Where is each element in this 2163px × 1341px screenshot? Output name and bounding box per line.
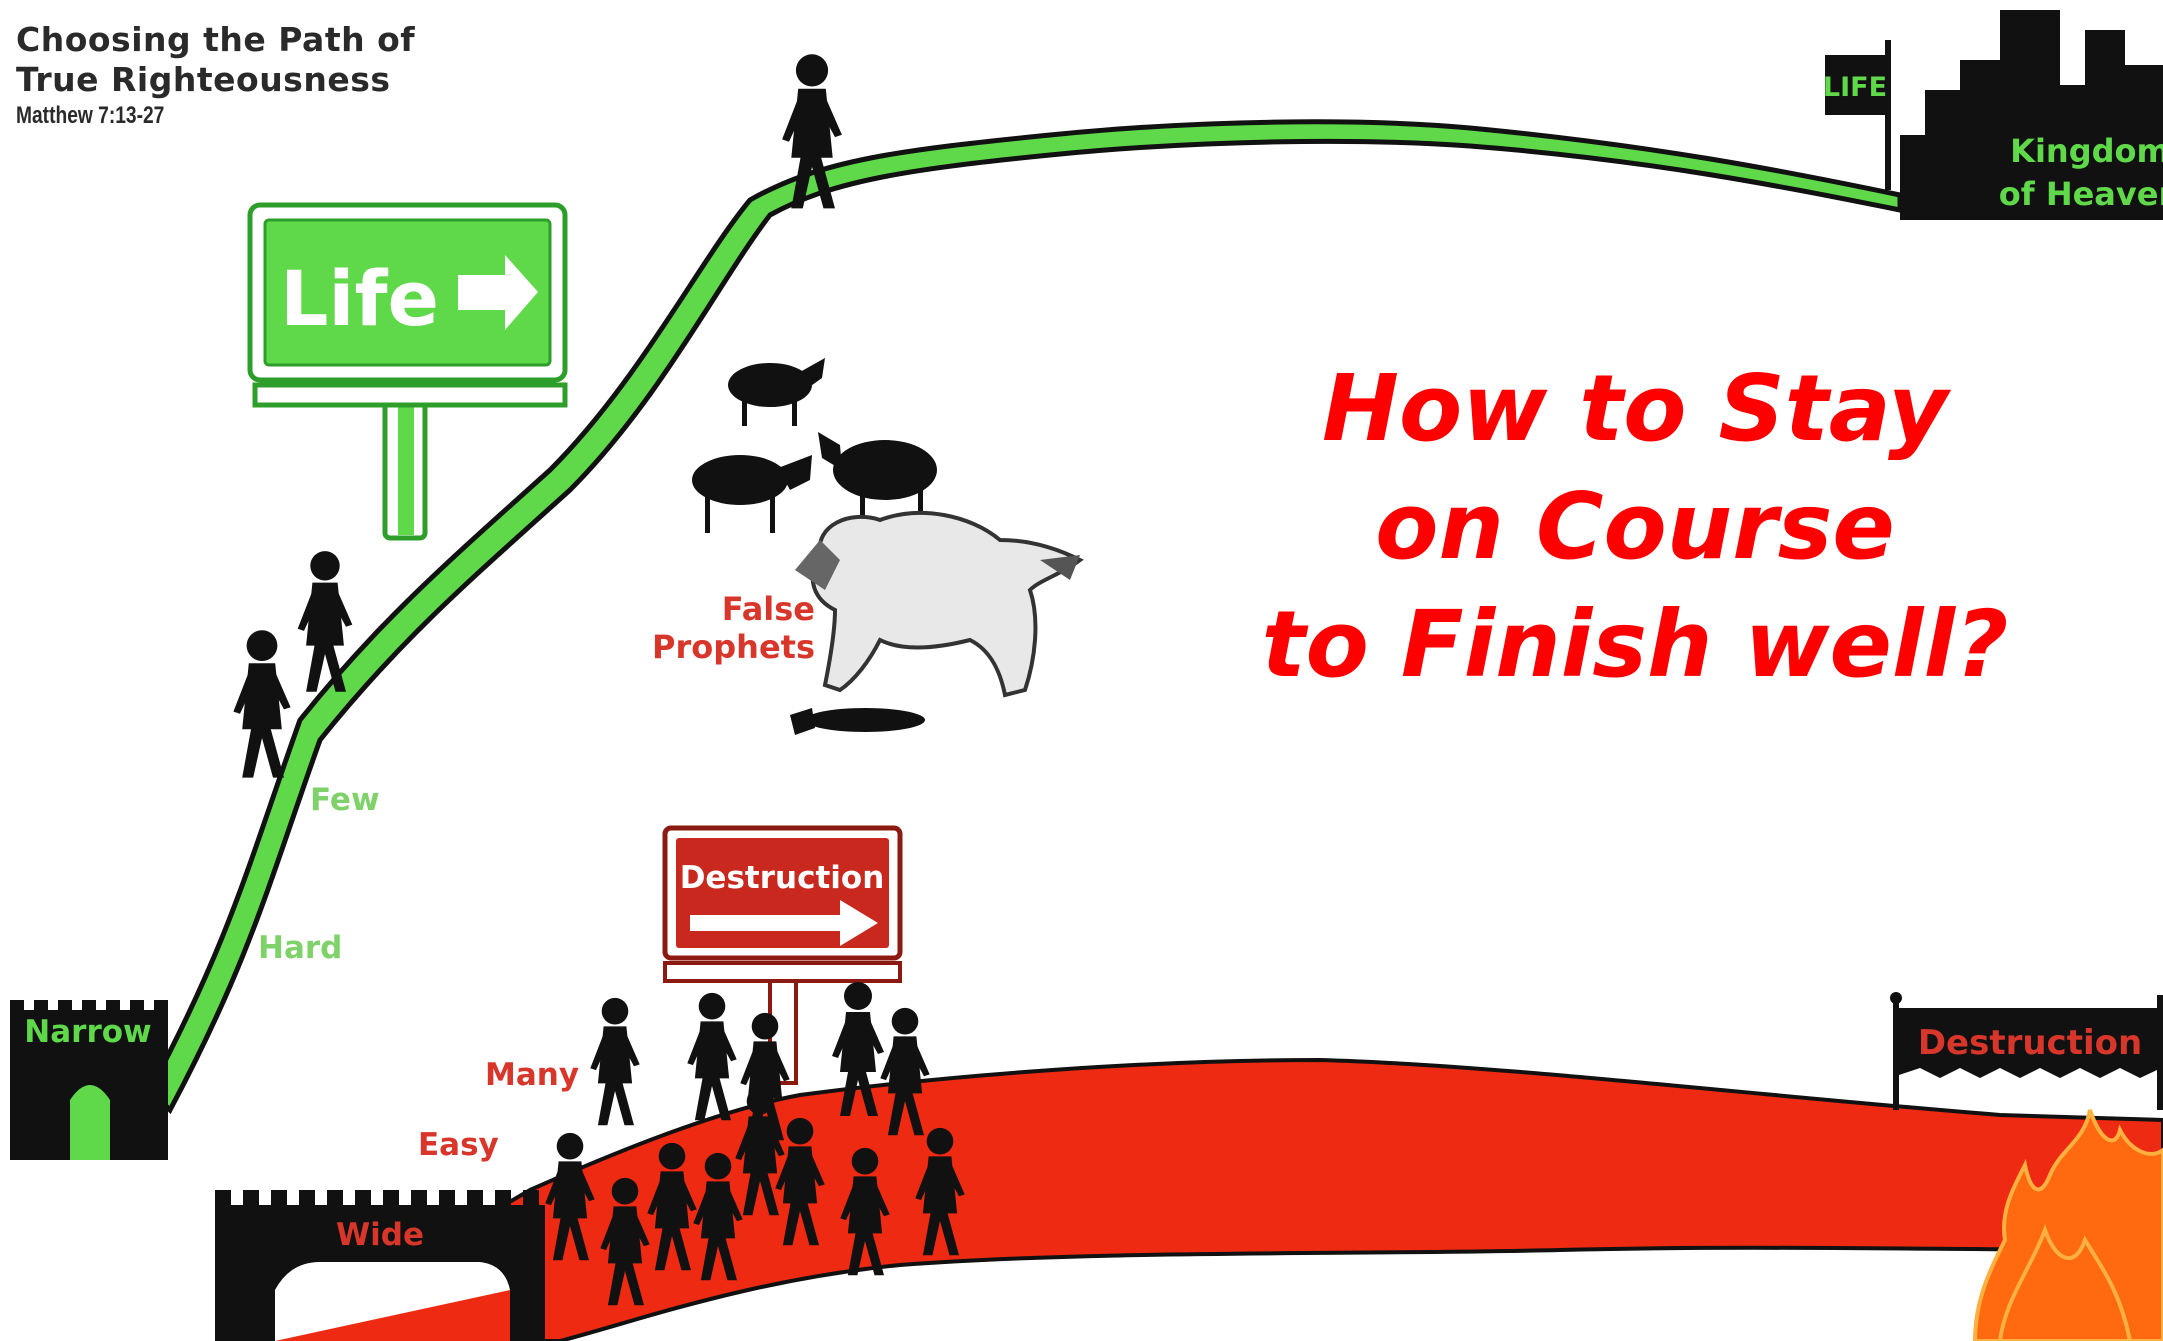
destruction-sign-label: Destruction <box>680 860 885 896</box>
descriptor-easy: Easy <box>418 1127 499 1163</box>
wide-gate: Wide <box>215 1190 545 1341</box>
walker-icon <box>233 630 291 778</box>
right-arrow-icon <box>458 255 538 330</box>
headline: How to Stay on Course to Finish well? <box>1180 350 2090 704</box>
kingdom-label-line1: Kingdom <box>2010 132 2163 170</box>
wolf-in-sheeps-clothing-icon <box>795 510 1084 698</box>
life-flag-label: LIFE <box>1823 72 1887 103</box>
wide-path <box>266 1057 2163 1341</box>
wide-gate-label: Wide <box>336 1217 424 1253</box>
descriptor-many: Many <box>485 1057 579 1093</box>
destruction-banner-label: Destruction <box>1918 1023 2142 1063</box>
narrow-gate-label: Narrow <box>24 1014 151 1050</box>
diagram-title-block: Choosing the Path of True Righteousness … <box>16 20 415 130</box>
sheep-icon <box>728 358 825 426</box>
scripture-reference: Matthew 7:13-27 <box>16 102 165 129</box>
life-sign-label: Life <box>280 254 439 343</box>
fire-icon <box>1972 1109 2163 1341</box>
headline-line3: to Finish well? <box>1261 591 2009 698</box>
diagram-title-line2: True Righteousness <box>16 60 391 99</box>
descriptor-few: Few <box>310 782 380 818</box>
false-prophets-line1: False <box>722 590 815 628</box>
kingdom-city: LIFE Kingdom of Heaven <box>1823 10 2163 220</box>
descriptor-hard: Hard <box>258 930 342 966</box>
destruction-banner: Destruction <box>1890 992 2163 1110</box>
right-arrow-icon <box>690 900 878 946</box>
headline-line2: on Course <box>1375 473 1895 580</box>
narrow-path-travelers <box>233 54 842 778</box>
diagram-title-line1: Choosing the Path of <box>16 20 416 59</box>
kingdom-label-line2: of Heaven <box>1999 175 2163 213</box>
sheep-icon <box>692 455 812 533</box>
walker-icon <box>590 997 640 1126</box>
life-sign: Life <box>247 202 568 541</box>
walker-icon <box>687 992 737 1121</box>
narrow-gate: Narrow <box>10 1000 168 1160</box>
fallen-sheep-icon <box>790 708 925 735</box>
destruction-sign: Destruction <box>662 825 903 1085</box>
false-prophets-line2: Prophets <box>652 628 815 666</box>
headline-line1: How to Stay <box>1322 355 1948 462</box>
